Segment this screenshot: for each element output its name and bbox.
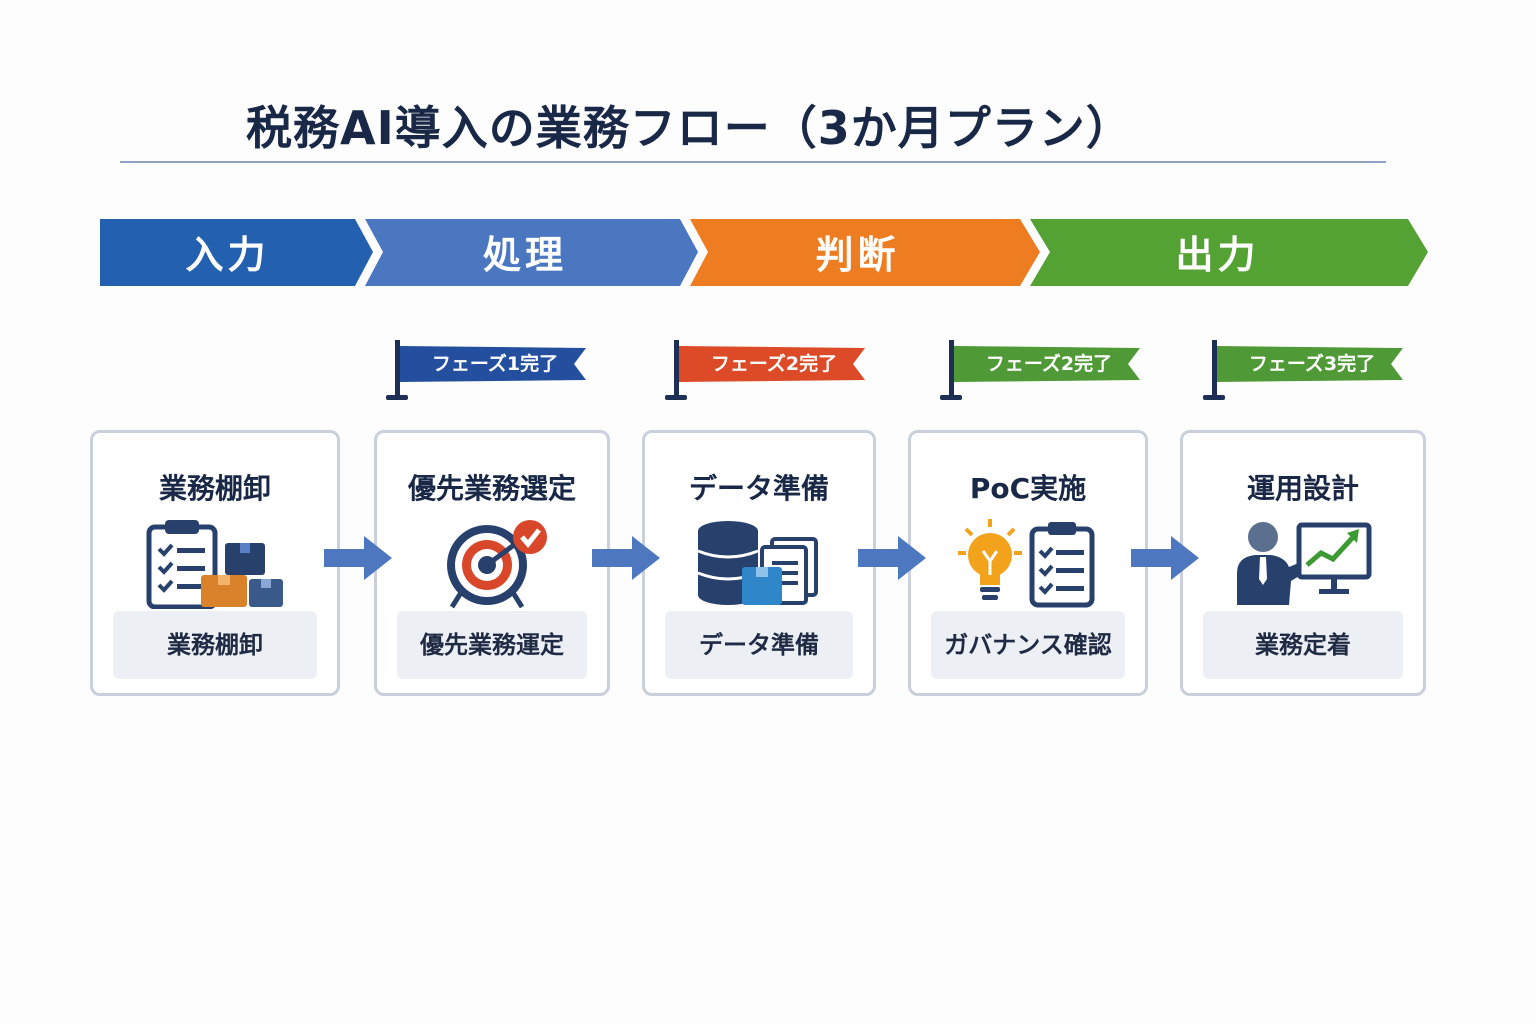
step-footer: 優先業務運定 (397, 611, 587, 679)
clipboard-boxes-icon (145, 517, 285, 613)
milestone-flag-3: フェーズ2完了 (940, 336, 1150, 402)
milestone-label: フェーズ1完了 (431, 353, 559, 375)
phase-label-input: 入力 (185, 233, 270, 277)
step-footer: 業務定着 (1203, 611, 1403, 679)
step-title: 優先業務選定 (407, 472, 576, 505)
flag-icon (665, 340, 865, 400)
milestone-flag-2: フェーズ2完了 (665, 336, 875, 402)
milestone-label: フェーズ2完了 (710, 353, 838, 375)
step-card-operation: 運用設計 業務定着 (1180, 430, 1426, 696)
presenter-chart-icon (1233, 517, 1373, 613)
milestone-flag-4: フェーズ3完了 (1203, 336, 1413, 402)
arrow-right-icon (858, 536, 926, 580)
step-footer: ガバナンス確認 (931, 611, 1125, 679)
step-card-poc: PoC実施 ガバナンス確認 (908, 430, 1148, 696)
milestone-label: フェーズ3完了 (1248, 353, 1376, 375)
step-card-inventory: 業務棚卸 業務棚卸 (90, 430, 340, 696)
phase-label-process: 処理 (482, 233, 567, 277)
flag-icon (940, 340, 1140, 400)
step-card-priority: 優先業務選定 優先業務運定 (374, 430, 610, 696)
page-title: 税務AI導入の業務フロー（3か月プラン） (246, 101, 1133, 155)
step-title: 業務棚卸 (158, 472, 271, 505)
milestone-flag-1: フェーズ1完了 (386, 336, 596, 402)
lightbulb-checklist-icon (958, 517, 1098, 613)
flag-icon (1203, 340, 1403, 400)
target-check-icon (432, 517, 552, 613)
arrow-right-icon (592, 536, 660, 580)
milestone-label: フェーズ2完了 (985, 353, 1113, 375)
step-title: データ準備 (688, 472, 829, 505)
step-footer: データ準備 (665, 611, 853, 679)
database-documents-icon (694, 517, 824, 613)
arrow-right-icon (1131, 536, 1199, 580)
step-card-data: データ準備 データ準備 (642, 430, 876, 696)
phase-label-judge: 判断 (815, 233, 900, 277)
step-title: PoC実施 (969, 472, 1087, 505)
arrow-right-icon (324, 536, 392, 580)
step-footer: 業務棚卸 (113, 611, 317, 679)
flag-icon (386, 340, 586, 400)
phase-label-output: 出力 (1175, 233, 1260, 277)
title-divider (120, 161, 1386, 163)
step-title: 運用設計 (1246, 472, 1359, 505)
